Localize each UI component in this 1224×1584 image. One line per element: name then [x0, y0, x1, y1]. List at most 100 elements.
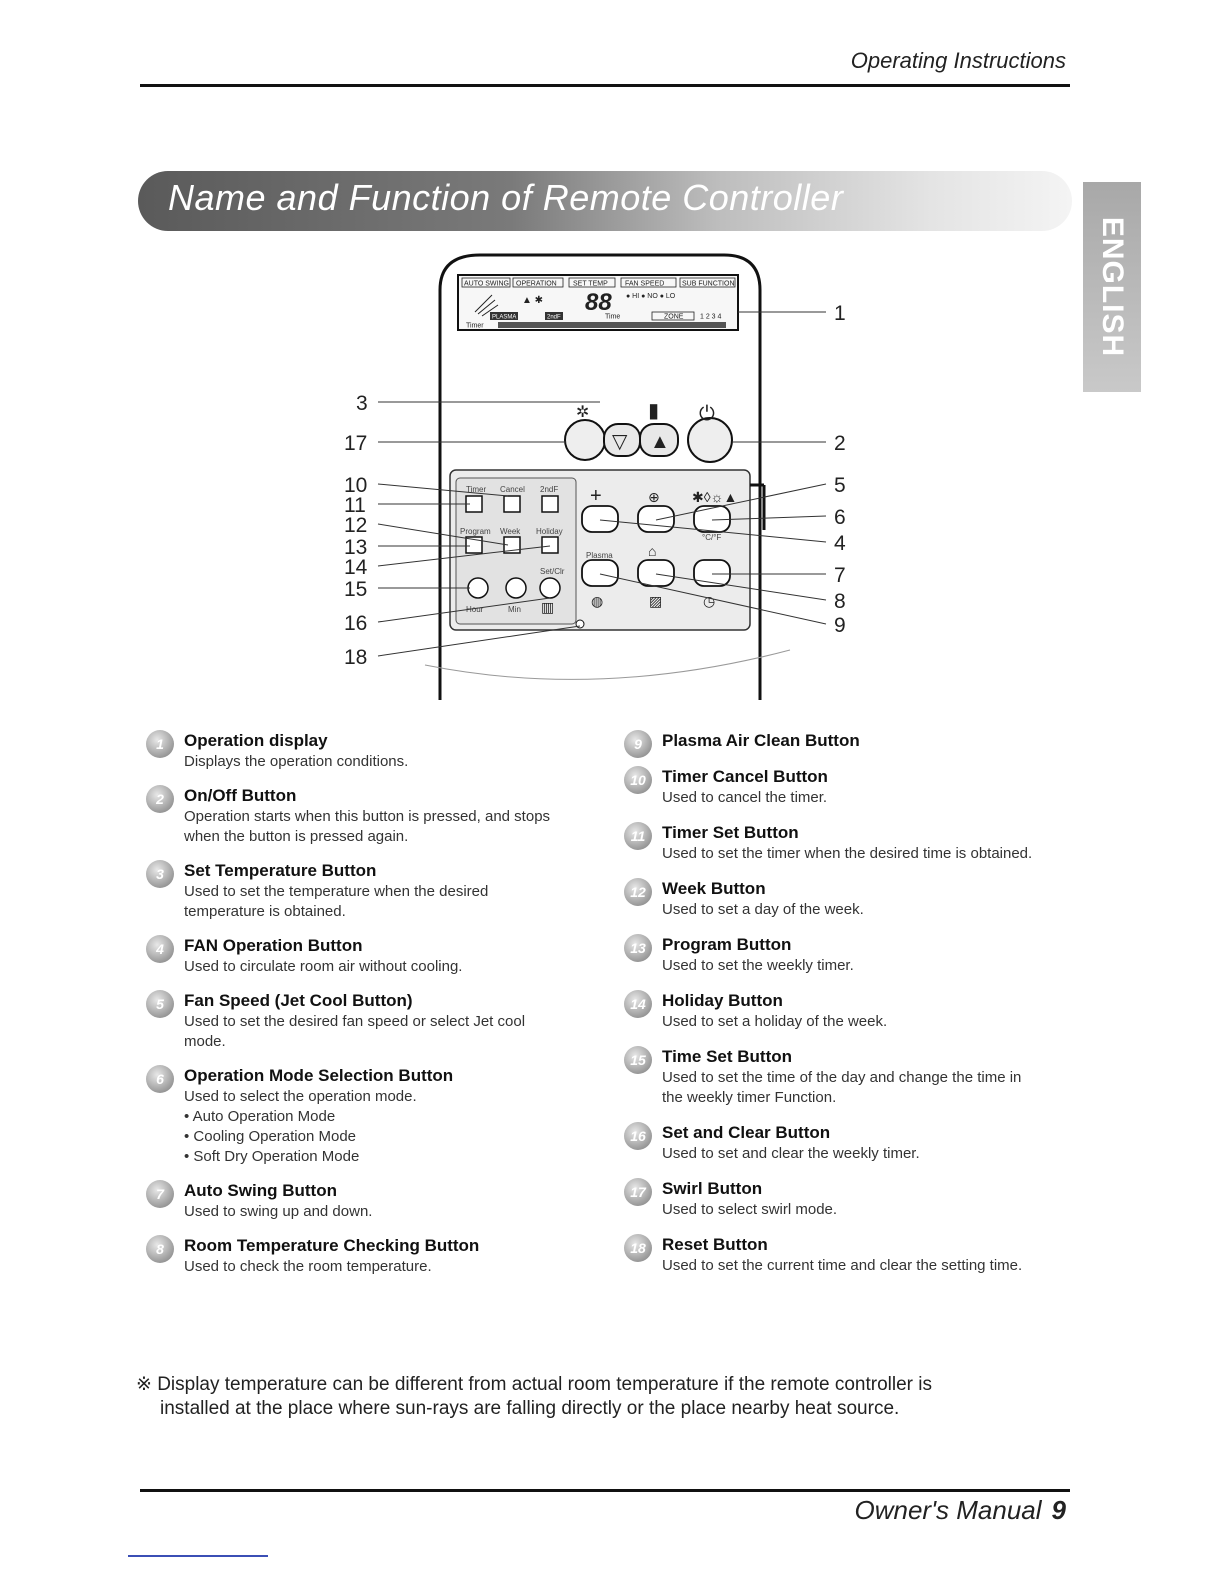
lcd-tab-auto-swing: AUTO SWING	[464, 281, 509, 288]
callout-numbers-right: 1 2 5 6 4 7 8 9	[834, 302, 846, 637]
cancel-label: Cancel	[500, 485, 525, 494]
plasma-button[interactable]	[581, 559, 619, 587]
set-clear-button[interactable]	[539, 577, 561, 599]
program-button[interactable]	[465, 536, 483, 554]
item-number-badge: 11	[624, 822, 652, 850]
item-description: Used to select swirl mode.	[662, 1201, 838, 1218]
item-title: Holiday Button	[662, 991, 783, 1010]
item-description: Used to swing up and down.	[184, 1203, 373, 1220]
item-description: Displays the operation conditions.	[184, 753, 409, 770]
item-title: Room Temperature Checking Button	[184, 1236, 480, 1255]
title-banner: Name and Function of Remote Controller	[138, 171, 1072, 231]
set-clr-label: Set/Clr	[540, 567, 565, 576]
plasma-label: Plasma	[586, 551, 613, 560]
item-number-badge: 17	[624, 1178, 652, 1206]
remote-controller-diagram: AUTO SWING OPERATION SET TEMP FAN SPEED …	[344, 253, 846, 700]
timer-cancel-button[interactable]	[503, 495, 521, 513]
hour-button[interactable]	[467, 577, 489, 599]
item-description: Used to set the weekly timer.	[662, 957, 854, 974]
callout-18: 18	[344, 646, 367, 669]
corner-mark	[128, 1555, 268, 1557]
item-description: Used to check the room temperature.	[184, 1258, 432, 1275]
item-description: mode.	[184, 1033, 226, 1050]
auto-swing-button[interactable]	[581, 505, 619, 533]
lcd-plasma-label	[490, 312, 518, 320]
min-button[interactable]	[505, 577, 527, 599]
callout-numbers-left: 3 17 10 11 12 13 14 15 16 18	[344, 392, 368, 669]
week-button[interactable]	[503, 536, 521, 554]
mode-select-button[interactable]	[693, 505, 731, 533]
second-f-button[interactable]	[541, 495, 559, 513]
lcd-digits: 88	[585, 289, 612, 316]
item-description: Used to set the desired fan speed or sel…	[184, 1013, 526, 1030]
set-clear-icon: ▥	[541, 599, 554, 615]
item-number-badge: 18	[624, 1234, 652, 1262]
power-icon: ⏻	[699, 403, 715, 425]
lcd-tab-operation: OPERATION	[516, 281, 557, 288]
fan-op-icon: ▨	[649, 593, 662, 609]
fan-speed-button[interactable]	[637, 505, 675, 533]
item-description: Used to select the operation mode.	[184, 1088, 417, 1105]
swing-icon: +	[590, 485, 602, 507]
section-header: Operating Instructions	[850, 48, 1066, 73]
lcd-time-label: Time	[605, 314, 620, 321]
item-title: Fan Speed (Jet Cool Button)	[184, 991, 413, 1010]
callout-10: 10	[344, 474, 367, 497]
item-description: the weekly timer Function.	[662, 1089, 837, 1106]
function-item: 5 Fan Speed (Jet Cool Button) Used to set …	[146, 990, 576, 1052]
callout-3: 3	[356, 392, 368, 415]
item-number-badge: 5	[146, 990, 174, 1018]
holiday-button[interactable]	[541, 536, 559, 554]
callout-13: 13	[344, 536, 367, 559]
item-number-badge: 3	[146, 860, 174, 888]
footer-title: Owner's Manual	[854, 1495, 1042, 1525]
item-description: Used to set the current time and clear t…	[662, 1257, 1023, 1274]
item-title: Set Temperature Button	[184, 861, 377, 880]
lcd-timer-bar	[498, 322, 726, 328]
lcd-tabs: AUTO SWING OPERATION SET TEMP FAN SPEED …	[461, 277, 736, 288]
item-title: Swirl Button	[662, 1179, 763, 1198]
item-description: Operation starts when this button is pre…	[184, 808, 551, 825]
item-number-badge: 1	[146, 730, 174, 758]
footer-rule	[140, 1489, 1070, 1492]
room-temp-icon: ◷	[703, 593, 715, 609]
temp-up-button[interactable]	[639, 423, 679, 457]
item-number-badge: 6	[146, 1065, 174, 1093]
item-title: Timer Cancel Button	[662, 767, 828, 786]
item-description: Used to set and clear the weekly timer.	[662, 1145, 920, 1162]
on-off-button[interactable]	[687, 417, 733, 463]
item-number-badge: 2	[146, 785, 174, 813]
item-title: Set and Clear Button	[662, 1123, 831, 1142]
cf-label: °C/°F	[702, 533, 721, 542]
callout-7: 7	[834, 564, 846, 587]
callout-12: 12	[344, 514, 367, 537]
swirl-button[interactable]	[564, 419, 606, 461]
item-title: Time Set Button	[662, 1047, 793, 1066]
item-description: Used to set the time of the day and chan…	[662, 1069, 1022, 1086]
fan-operation-button[interactable]	[637, 559, 675, 587]
room-temp-button[interactable]	[693, 559, 731, 587]
item-title: FAN Operation Button	[184, 936, 363, 955]
thermometer-icon: ▮	[648, 400, 659, 422]
footnote-line-2: installed at the place where sun-rays ar…	[160, 1398, 900, 1419]
lcd-mode-icons: ▲ ✱	[522, 295, 543, 306]
item-number-badge: 14	[624, 990, 652, 1018]
room-icon: ⌂	[648, 543, 656, 559]
lcd-swing-icon	[474, 294, 499, 317]
lcd-zone-numbers: 1 2 3 4	[700, 314, 722, 321]
callout-lines-left	[377, 401, 600, 657]
item-number-badge: 10	[624, 766, 652, 794]
item-number-badge: 16	[624, 1122, 652, 1150]
